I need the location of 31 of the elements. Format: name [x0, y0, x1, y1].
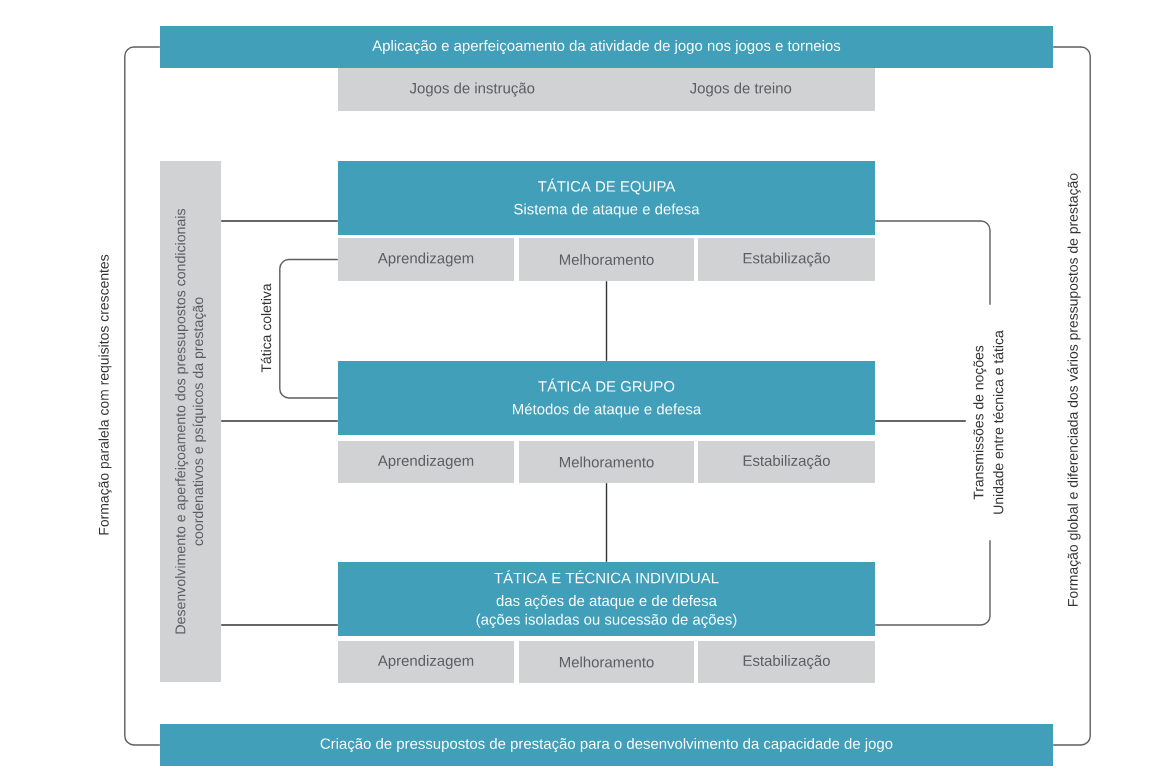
phase-box: Estabilização [698, 641, 875, 683]
side-note: Transmissões de noções Unidade entre técnica e tática [973, 330, 1004, 514]
phase-box: Aprendizagem [338, 641, 514, 683]
phase-box: Aprendizagem [338, 238, 514, 281]
stage-bar: Aplicação e aperfeiçoamento da atividade de jogo nos jogos e torneios [160, 26, 1053, 68]
edge-label: Formação global e diferenciada dos vários pressupostos de prestação [1067, 173, 1081, 606]
bracket-line [1052, 46, 1091, 746]
bracket-line [874, 539, 991, 626]
connector-line [874, 420, 967, 422]
connector-line [220, 220, 339, 222]
edge-label: Tática coletiva [260, 283, 272, 373]
phase-box: Melhoramento [519, 238, 694, 281]
stage-bar: TÁTICA DE GRUPO Métodos de ataque e defesa [338, 361, 875, 435]
edge-label: Formação paralela com requisitos crescentes [98, 254, 112, 535]
phase-box: Melhoramento [519, 441, 694, 483]
phase-box: Melhoramento [519, 641, 694, 683]
phase-box: Estabilização [698, 238, 875, 281]
stage-bar: TÁTICA DE EQUIPA Sistema de ataque e defesa [338, 161, 875, 235]
connector-line [605, 482, 608, 563]
phase-box: Estabilização [698, 441, 875, 483]
game-types-bar: Jogos de instrução Jogos de treino [338, 68, 875, 111]
bracket-line [124, 46, 161, 746]
conditioning-panel: Desenvolvimento e aperfeiçoamento dos pressupostos condicionais coordenativos e psíquicos da prestação [160, 161, 221, 682]
bracket-line [874, 220, 991, 306]
connector-line [220, 420, 339, 422]
stage-bar: TÁTICA E TÉCNICA INDIVIDUAL das ações de ataque e de defesa (ações isoladas ou sucessão de ações) [338, 562, 875, 636]
phase-box: Aprendizagem [338, 441, 514, 483]
bracket-line [279, 258, 339, 399]
connector-line [605, 280, 608, 362]
stage-bar: Criação de pressupostos de prestação para o desenvolvimento da capacidade de jogo [160, 724, 1053, 766]
connector-line [220, 624, 339, 626]
